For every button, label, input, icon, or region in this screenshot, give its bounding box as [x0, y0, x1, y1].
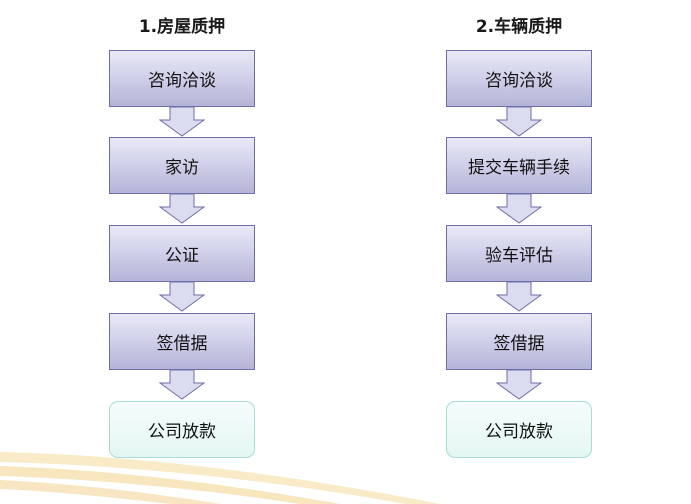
step-consult: 咨询洽谈	[446, 50, 592, 107]
down-arrow-icon	[159, 282, 205, 312]
step-notarization: 公证	[109, 225, 255, 282]
down-arrow-icon	[496, 194, 542, 224]
flow-title: 2.车辆质押	[475, 17, 563, 37]
step-vehicle-inspection: 验车评估	[446, 225, 592, 282]
flow-title: 1.房屋质押	[138, 17, 226, 37]
down-arrow-icon	[496, 370, 542, 400]
step-submit-vehicle-documents: 提交车辆手续	[446, 137, 592, 194]
down-arrow-icon	[159, 107, 205, 137]
step-sign-iou: 签借据	[109, 313, 255, 370]
step-consult: 咨询洽谈	[109, 50, 255, 107]
step-home-visit: 家访	[109, 137, 255, 194]
down-arrow-icon	[496, 107, 542, 137]
step-loan-disbursement: 公司放款	[446, 401, 592, 458]
down-arrow-icon	[159, 370, 205, 400]
step-loan-disbursement: 公司放款	[109, 401, 255, 458]
step-sign-iou: 签借据	[446, 313, 592, 370]
down-arrow-icon	[496, 282, 542, 312]
down-arrow-icon	[159, 194, 205, 224]
